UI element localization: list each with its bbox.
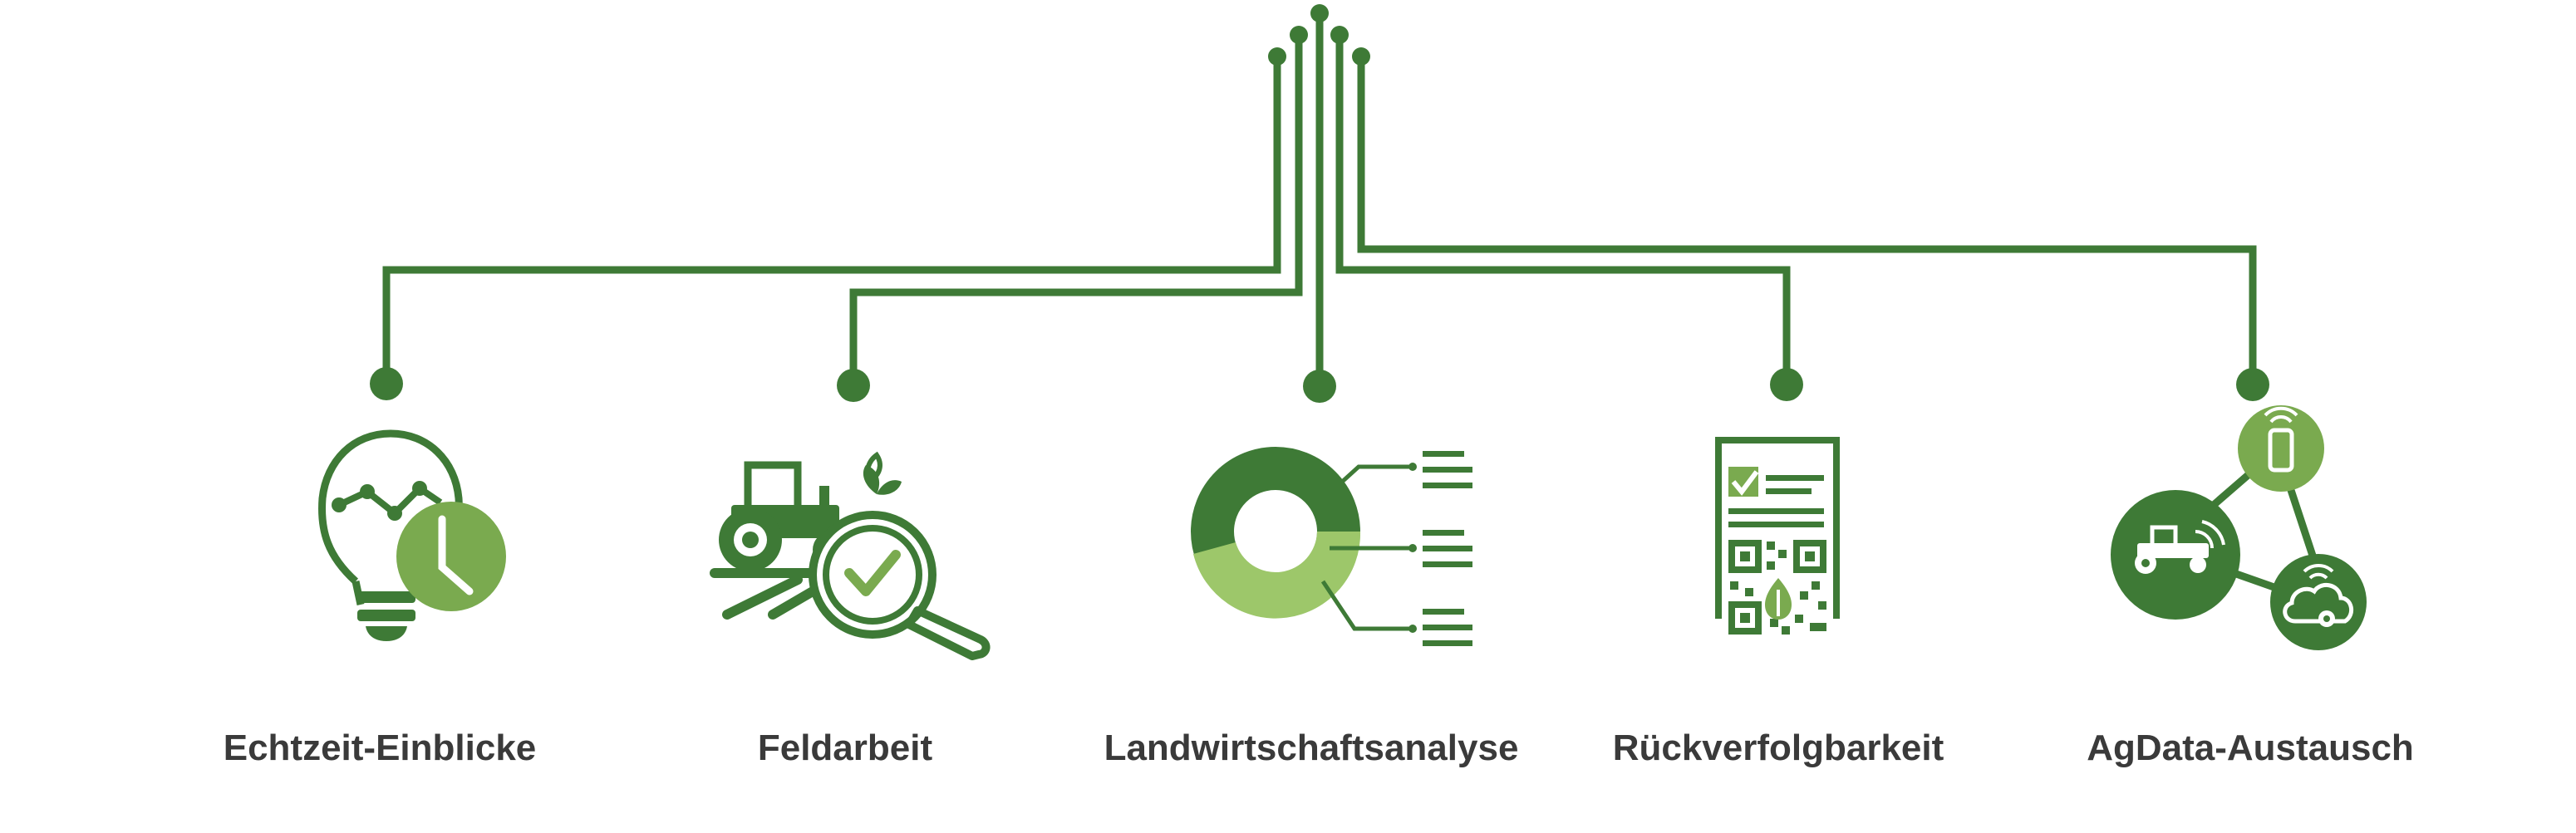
item-label-1: Echtzeit-Einblicke: [224, 728, 537, 768]
connector-line-1: [382, 60, 1281, 380]
hub-terminals: [1268, 4, 1370, 66]
hub-terminal-5: [1352, 47, 1370, 66]
data-exchange-network-icon: [2111, 405, 2367, 650]
end-node-3: [1303, 370, 1336, 403]
hub-terminal-1: [1268, 47, 1286, 66]
document-qr-code-icon: [1715, 437, 1840, 635]
item-label-3: Landwirtschaftsanalyse: [1104, 728, 1519, 768]
hub-terminal-3: [1310, 4, 1329, 22]
tractor-magnifier-icon: [710, 451, 991, 660]
lightbulb-clock-icon: [318, 429, 506, 641]
item-label-2: Feldarbeit: [758, 728, 933, 768]
connector-line-4: [1335, 37, 1791, 382]
hub-terminal-2: [1290, 26, 1308, 44]
end-node-4: [1770, 368, 1803, 401]
donut-chart-icon: [1191, 447, 1472, 646]
connector-lines: [382, 17, 2257, 384]
connector-line-2: [849, 37, 1303, 382]
item-label-4: Rückverfolgbarkeit: [1613, 728, 1944, 768]
end-nodes: [370, 367, 2269, 403]
hub-terminal-4: [1330, 26, 1349, 44]
end-node-5: [2236, 368, 2269, 401]
end-node-1: [370, 367, 403, 400]
connector-line-5: [1357, 60, 2257, 382]
item-label-5: AgData-Austausch: [2087, 728, 2414, 768]
end-node-2: [837, 369, 870, 402]
